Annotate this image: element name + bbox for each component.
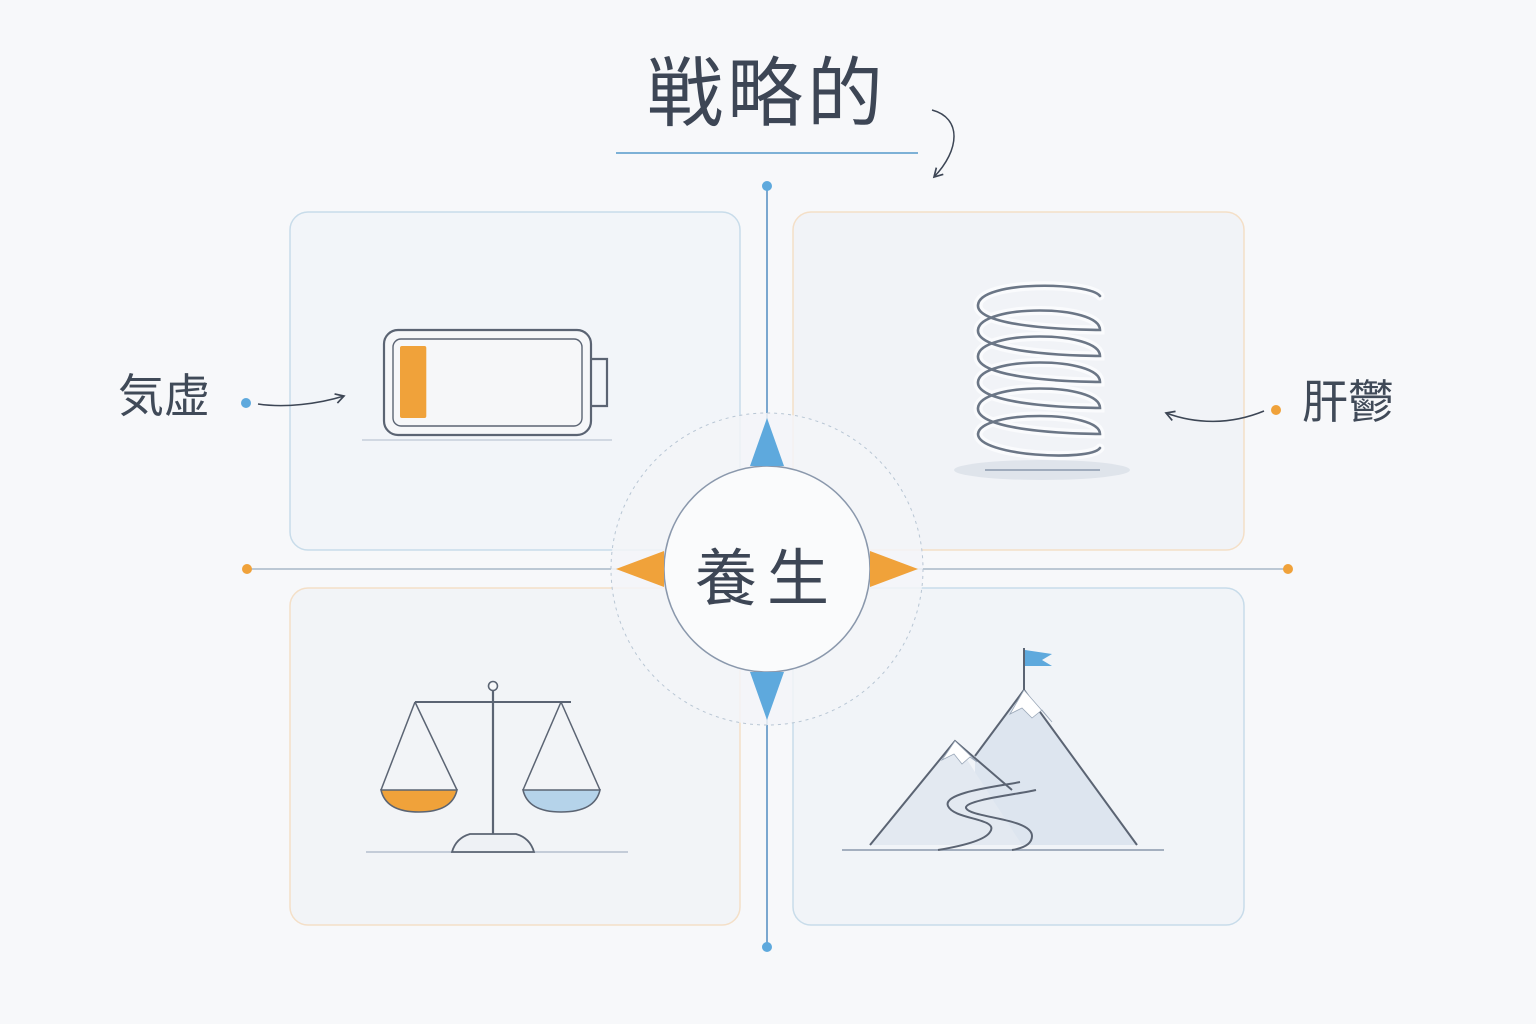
axis-end-dot-top (762, 181, 772, 191)
compass-pointer-up-icon (750, 418, 784, 466)
compass-pointer-down-icon (750, 672, 784, 720)
title-underline (616, 152, 918, 154)
title-curved-arrow-icon (931, 109, 955, 179)
compass-pointer-right-icon (870, 551, 918, 587)
axis-end-dot-right (1283, 564, 1293, 574)
left-label-dot (241, 398, 251, 408)
quadrant-card-bottom-left (289, 587, 741, 926)
right-label: 肝鬱 (1302, 375, 1394, 429)
right-label-arrow-icon (1164, 410, 1265, 423)
left-label-arrow-icon (257, 393, 346, 407)
coil-spring-icon (954, 281, 1130, 480)
right-label-dot (1271, 405, 1281, 415)
diagram-title: 戦略的 (647, 49, 887, 138)
axis-end-dot-left (242, 564, 252, 574)
battery-charge-fill (400, 346, 427, 418)
low-battery-icon (362, 328, 612, 441)
left-label: 気虚 (118, 369, 210, 423)
axis-end-dot-bottom (762, 942, 772, 952)
balance-scale-icon (366, 680, 628, 853)
mountain-flag-icon (842, 648, 1164, 851)
quadrant-card-top-right (792, 211, 1245, 551)
compass-pointer-left-icon (616, 551, 664, 587)
center-label: 養生 (694, 542, 839, 615)
